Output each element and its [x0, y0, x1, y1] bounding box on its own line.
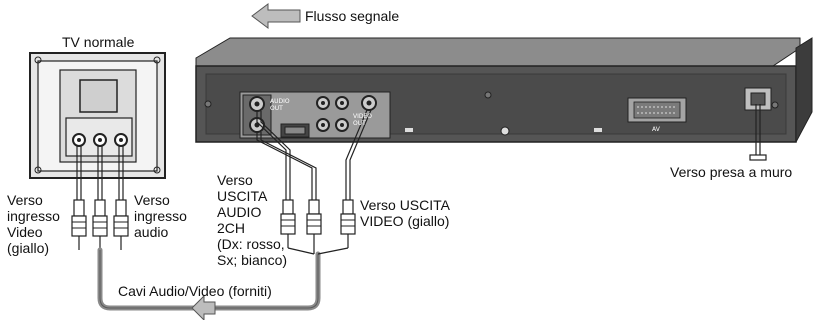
power-cord — [749, 104, 767, 161]
tv-title: TV normale — [62, 34, 135, 50]
tv-plug-audio-right — [113, 199, 129, 237]
signal-flow-label: Flusso segnale — [305, 8, 400, 24]
label-line: (giallo) — [7, 240, 50, 256]
label-line: 2CH — [217, 220, 246, 236]
tv-plug-audio-left — [92, 199, 108, 237]
label-line: Verso — [134, 192, 170, 208]
to-wall-outlet-label: Verso presa a muro — [670, 164, 793, 180]
tv-plug-video — [71, 199, 87, 237]
label-line: Sx; bianco) — [217, 252, 288, 268]
device-plug-video — [340, 199, 356, 235]
dvd-player — [195, 37, 813, 143]
signal-flow-arrow — [251, 3, 301, 29]
label-line: AUDIO — [217, 204, 262, 220]
video-out-panel-label: VIDEO OUT — [353, 113, 373, 127]
label-line: ingresso — [7, 208, 60, 224]
label-line: USCITA — [217, 188, 268, 204]
label-line: ingresso — [134, 208, 187, 224]
device-cables — [256, 109, 372, 200]
audio-out-panel-label: AUDIO OUT — [270, 98, 290, 112]
cables-label: Cavi Audio/Video (forniti) — [118, 283, 272, 299]
label-line: Video — [7, 224, 43, 240]
av-panel-label: AV — [652, 126, 660, 133]
label-line: Verso USCITA — [360, 197, 450, 213]
label-line: Verso — [217, 172, 253, 188]
av-cable-bundle — [97, 247, 321, 320]
label-line: VIDEO (giallo) — [360, 213, 450, 229]
device-plug-audio-left — [306, 199, 322, 235]
tv-cables — [76, 146, 124, 200]
label-line: audio — [134, 224, 169, 240]
device-plug-tails — [287, 234, 349, 255]
label-line: (Dx: rosso, — [217, 236, 285, 252]
device-plug-audio-right — [280, 199, 296, 235]
label-line: Verso — [7, 192, 43, 208]
